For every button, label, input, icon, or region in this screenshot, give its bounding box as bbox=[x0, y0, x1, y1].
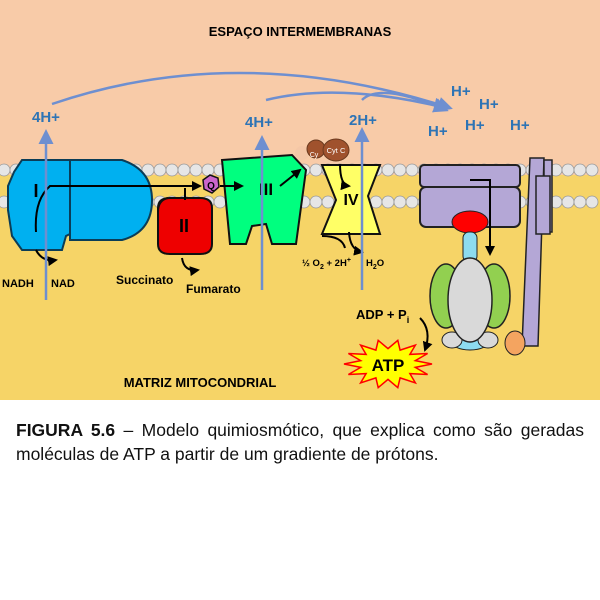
cytc-back-label: Cy bbox=[310, 152, 319, 159]
phospholipid-head bbox=[321, 195, 335, 209]
complex-1: I bbox=[7, 159, 154, 251]
complex-1-label: I bbox=[33, 181, 38, 201]
complex-2: II bbox=[157, 197, 213, 255]
phospholipid-head bbox=[213, 195, 227, 209]
q-label: Q bbox=[207, 181, 215, 192]
atp-burst: ATP bbox=[343, 339, 433, 389]
complex-2-label: II bbox=[179, 216, 189, 236]
proton-pool-h: H+ bbox=[510, 117, 530, 134]
proton-label-c4: 2H+ bbox=[349, 112, 377, 129]
phospholipid-head bbox=[189, 163, 203, 177]
adp-label: ADP + Pi bbox=[356, 307, 409, 325]
phospholipid-head bbox=[573, 195, 587, 209]
proton-label-c3: 4H+ bbox=[245, 114, 273, 131]
complex-4: IV bbox=[320, 164, 382, 235]
phospholipid-head bbox=[165, 163, 179, 177]
phospholipid-head bbox=[381, 163, 395, 177]
figure-caption: FIGURA 5.6 – Modelo quimiosmótico, que e… bbox=[16, 418, 584, 466]
oxygen-label: ½ O2 + 2H+ bbox=[302, 257, 351, 271]
phospholipid-head bbox=[393, 163, 407, 177]
atp-synthase bbox=[419, 157, 553, 356]
electron-path bbox=[34, 163, 495, 352]
caption-label: FIGURA 5.6 bbox=[16, 420, 116, 440]
proton-pool-h: H+ bbox=[451, 83, 471, 100]
nadh-label: NADH bbox=[2, 278, 34, 290]
phospholipid-head bbox=[309, 195, 323, 209]
nad-label: NAD bbox=[51, 278, 75, 290]
phospholipid-head bbox=[573, 163, 587, 177]
proton-pool-h: H+ bbox=[479, 96, 499, 113]
phospholipid-head bbox=[381, 195, 395, 209]
matrix-label: MATRIZ MITOCONDRIAL bbox=[124, 375, 277, 390]
substrate-labels: NADH NAD Succinato Fumarato ½ O2 + 2H+ H… bbox=[2, 257, 409, 325]
ubiquinone-q: Q bbox=[202, 174, 220, 194]
proton-flow bbox=[38, 71, 453, 300]
intermembrane-label: ESPAÇO INTERMEMBRANAS bbox=[209, 24, 392, 39]
phospholipid-head bbox=[153, 163, 167, 177]
phospholipid-head bbox=[393, 195, 407, 209]
phospholipid-head bbox=[585, 195, 599, 209]
cytc-label: Cyt C bbox=[327, 146, 346, 155]
cytochrome-c: Cy Cyt C bbox=[295, 138, 350, 162]
proton-label-c1: 4H+ bbox=[32, 109, 60, 126]
phospholipid-head bbox=[177, 163, 191, 177]
atp-label: ATP bbox=[372, 356, 405, 375]
fumarate-label: Fumarato bbox=[186, 282, 241, 296]
proton-labels: 4H+ 4H+ 2H+ H+ H+ H+ H+ H+ bbox=[32, 83, 530, 140]
phospholipid-head bbox=[201, 163, 215, 177]
succinate-label: Succinato bbox=[116, 273, 173, 287]
phospholipid-head bbox=[561, 163, 575, 177]
chemiosmotic-diagram: ESPAÇO INTERMEMBRANAS MATRIZ MITOCONDRIA… bbox=[0, 0, 600, 400]
phospholipid-head bbox=[585, 163, 599, 177]
intermembrane-space bbox=[0, 0, 600, 175]
caption-text: – Modelo quimiosmótico, que explica como… bbox=[16, 420, 585, 464]
phospholipid-head bbox=[561, 195, 575, 209]
phospholipid-head bbox=[0, 163, 11, 177]
complex-4-label: IV bbox=[343, 192, 358, 209]
phospholipid-head bbox=[309, 163, 323, 177]
proton-pool-h: H+ bbox=[428, 123, 448, 140]
phospholipid-head bbox=[405, 195, 419, 209]
water-label: H2O bbox=[366, 258, 384, 271]
phospholipid-head bbox=[405, 163, 419, 177]
proton-pool-h: H+ bbox=[465, 117, 485, 134]
